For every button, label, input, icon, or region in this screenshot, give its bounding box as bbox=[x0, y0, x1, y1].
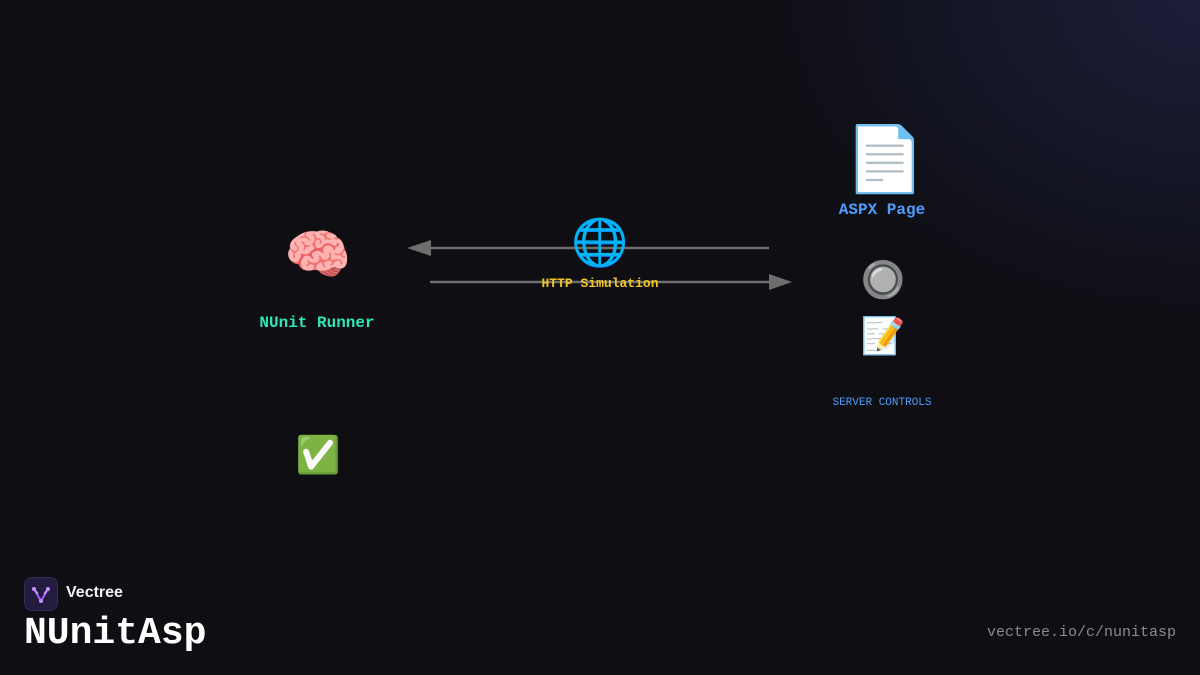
aspx-page-label: ASPX Page bbox=[838, 201, 926, 219]
brain-icon: 🧠 bbox=[284, 223, 352, 286]
http-simulation-label: HTTP Simulation bbox=[541, 276, 659, 291]
server-controls-label: SERVER CONTROLS bbox=[832, 397, 932, 409]
footer-url[interactable]: vectree.io/c/nunitasp bbox=[986, 624, 1176, 641]
page-icon: 📄 bbox=[845, 123, 925, 197]
product-title: NUnitAsp bbox=[24, 612, 207, 655]
brand-name: Vectree bbox=[66, 584, 123, 601]
arrow-request bbox=[430, 274, 792, 290]
arrow-response bbox=[407, 240, 769, 256]
globe-icon: 🌐 bbox=[571, 215, 629, 269]
check-mark-icon: ✅ bbox=[295, 435, 341, 476]
nunit-runner-label: NUnit Runner bbox=[259, 314, 375, 332]
memo-icon: 📝 bbox=[860, 316, 906, 357]
vectree-logo-icon bbox=[32, 587, 50, 603]
radio-button-icon: 🔘 bbox=[860, 260, 906, 301]
vectree-logo bbox=[24, 577, 58, 611]
